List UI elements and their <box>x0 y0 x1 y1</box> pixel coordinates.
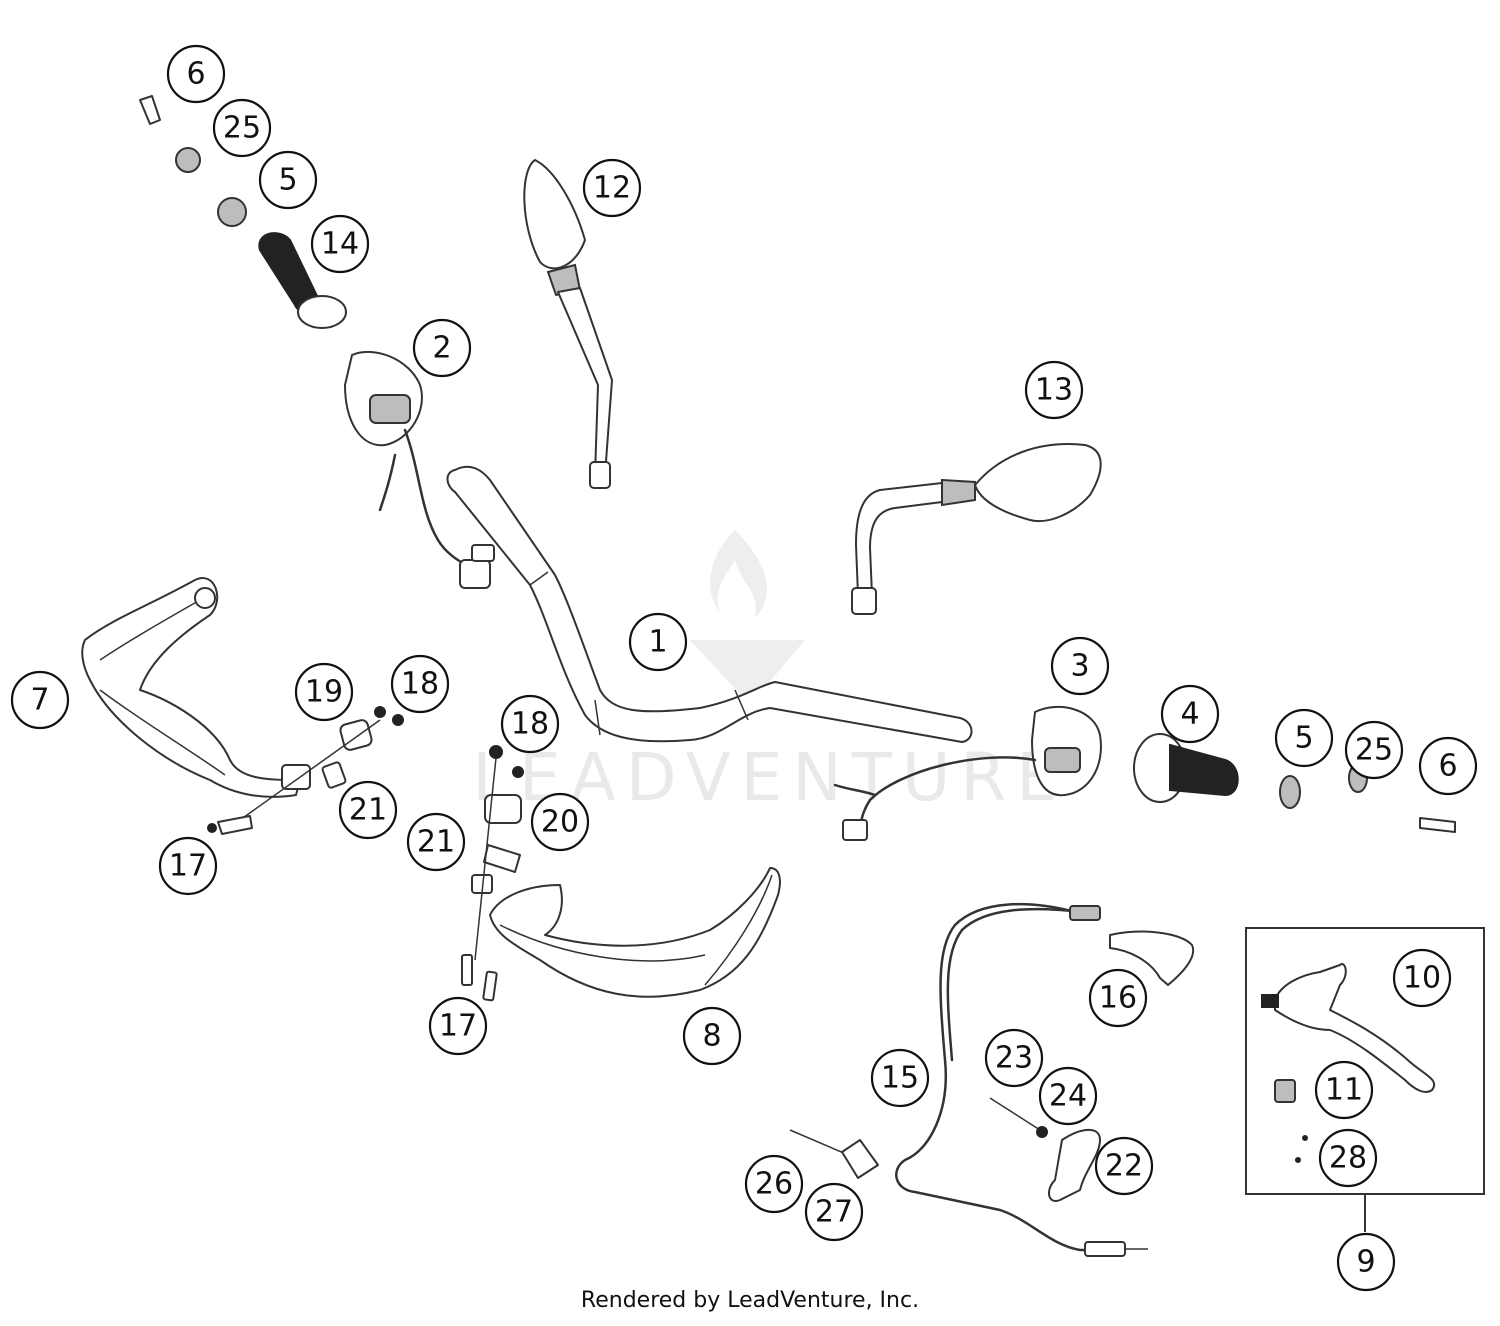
handlebar <box>446 465 973 743</box>
svg-text:26: 26 <box>755 1167 793 1202</box>
callout-17-left: 17 <box>158 836 218 896</box>
callout-12: 12 <box>582 158 642 218</box>
callout-5-right: 5 <box>1274 708 1334 768</box>
callout-28: 28 <box>1318 1128 1378 1188</box>
callout-15: 15 <box>870 1048 930 1108</box>
svg-text:18: 18 <box>401 667 439 702</box>
svg-text:16: 16 <box>1099 981 1137 1016</box>
callout-2: 2 <box>412 318 472 378</box>
callout-5-top: 5 <box>258 150 318 210</box>
svg-text:5: 5 <box>278 163 297 198</box>
washer-top <box>175 147 201 173</box>
flame-icon <box>710 530 767 618</box>
callout-8: 8 <box>682 1006 742 1066</box>
svg-text:17: 17 <box>439 1009 477 1044</box>
callout-21-left: 21 <box>338 780 398 840</box>
chevron-logo-icon <box>690 640 805 705</box>
svg-text:22: 22 <box>1105 1149 1143 1184</box>
footer-credit: Rendered by LeadVenture, Inc. <box>580 1288 920 1313</box>
callout-3: 3 <box>1050 636 1110 696</box>
clutch-cable <box>895 902 1148 1257</box>
svg-text:12: 12 <box>593 171 631 206</box>
svg-text:10: 10 <box>1403 961 1441 996</box>
callout-4: 4 <box>1160 684 1220 744</box>
svg-text:8: 8 <box>702 1019 721 1054</box>
callout-14: 14 <box>310 214 370 274</box>
left-switch <box>344 350 495 589</box>
right-mirror <box>851 443 1102 615</box>
callout-27: 27 <box>804 1182 864 1242</box>
svg-text:20: 20 <box>541 805 579 840</box>
callout-1: 1 <box>628 612 688 672</box>
callout-25-top: 25 <box>212 98 272 158</box>
svg-text:14: 14 <box>321 227 359 262</box>
svg-text:15: 15 <box>881 1061 919 1096</box>
callout-24: 24 <box>1038 1066 1098 1126</box>
svg-text:28: 28 <box>1329 1141 1367 1176</box>
bolt-top <box>139 95 161 125</box>
svg-text:6: 6 <box>186 57 205 92</box>
callout-26: 26 <box>744 1154 804 1214</box>
svg-text:23: 23 <box>995 1041 1033 1076</box>
callout-22: 22 <box>1094 1136 1154 1196</box>
callout-19: 19 <box>294 662 354 722</box>
callout-6-right: 6 <box>1418 736 1478 796</box>
svg-text:7: 7 <box>30 683 49 718</box>
callout-18-mid: 18 <box>500 694 560 754</box>
svg-text:5: 5 <box>1294 721 1313 756</box>
right-handguard <box>471 867 781 998</box>
callout-25-right: 25 <box>1344 720 1404 780</box>
svg-text:11: 11 <box>1325 1073 1363 1108</box>
svg-text:27: 27 <box>815 1195 853 1230</box>
bolt-right <box>1419 817 1456 833</box>
master-cylinder-assembly-box <box>1245 927 1485 1232</box>
svg-text:9: 9 <box>1356 1245 1375 1280</box>
svg-text:3: 3 <box>1070 649 1089 684</box>
callout-13: 13 <box>1024 360 1084 420</box>
callout-11: 11 <box>1314 1060 1374 1120</box>
clutch-switch <box>989 1097 1101 1202</box>
callout-23: 23 <box>984 1028 1044 1088</box>
svg-text:13: 13 <box>1035 373 1073 408</box>
spacer-right <box>1279 775 1301 809</box>
svg-text:25: 25 <box>1355 733 1393 768</box>
callout-20: 20 <box>530 792 590 852</box>
svg-text:24: 24 <box>1049 1079 1087 1114</box>
svg-text:19: 19 <box>305 675 343 710</box>
left-mirror <box>523 159 613 489</box>
watermark-logo <box>690 530 805 705</box>
svg-text:4: 4 <box>1180 697 1199 732</box>
svg-text:21: 21 <box>417 825 455 860</box>
svg-text:6: 6 <box>1438 749 1457 784</box>
right-switch <box>833 705 1102 841</box>
callout-9: 9 <box>1336 1232 1396 1292</box>
svg-text:1: 1 <box>648 625 667 660</box>
svg-text:21: 21 <box>349 793 387 828</box>
cable-cover <box>1109 930 1195 986</box>
callout-16: 16 <box>1088 968 1148 1028</box>
callout-17-mid: 17 <box>428 996 488 1056</box>
callout-10: 10 <box>1392 948 1452 1008</box>
callout-21-mid: 21 <box>406 812 466 872</box>
svg-text:17: 17 <box>169 849 207 884</box>
cable-adjuster <box>789 1129 879 1179</box>
spacer-top <box>217 197 247 227</box>
svg-text:25: 25 <box>223 111 261 146</box>
left-handguard <box>81 577 311 798</box>
callout-7: 7 <box>10 670 70 730</box>
callout-18-left: 18 <box>390 654 450 714</box>
clamp-hardware <box>207 706 524 1002</box>
callout-6-top: 6 <box>166 44 226 104</box>
svg-text:2: 2 <box>432 331 451 366</box>
left-grip <box>258 232 347 329</box>
svg-text:18: 18 <box>511 707 549 742</box>
right-grip <box>1133 733 1239 803</box>
